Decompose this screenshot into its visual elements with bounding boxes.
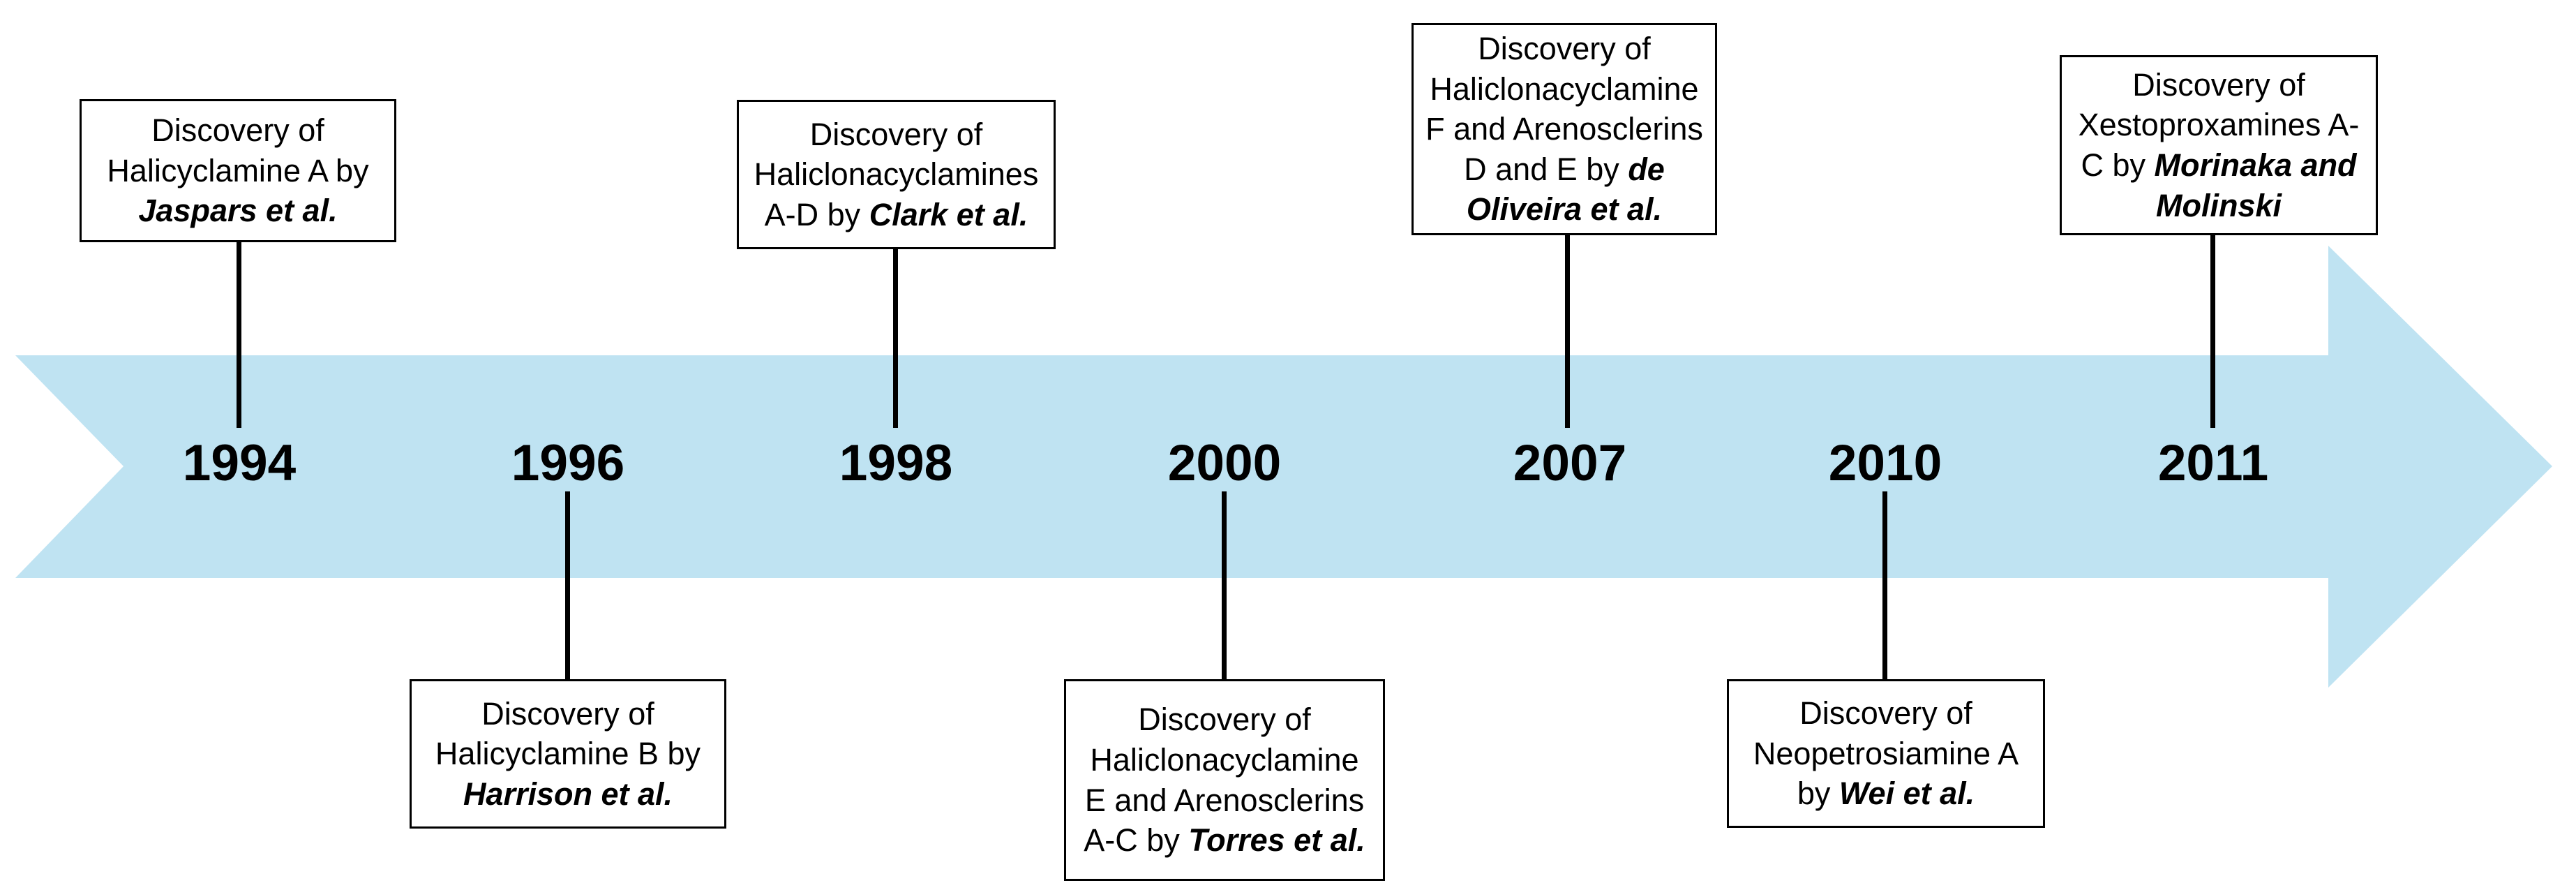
- event-author: Torres et al.: [1188, 822, 1365, 859]
- event-author: de Oliveira et al.: [1466, 151, 1665, 228]
- connector-line-1994: [237, 242, 241, 428]
- event-box-2007: Discovery of Haliclonacyclamine F and Ar…: [1411, 23, 1717, 235]
- connector-line-2000: [1222, 491, 1227, 679]
- timeline-arrow-shape: [15, 246, 2552, 688]
- connector-line-2007: [1565, 235, 1570, 428]
- connector-line-1996: [565, 491, 570, 679]
- event-box-content: Discovery of Haliclonacyclamines A-D by …: [749, 114, 1044, 235]
- event-box-1994: Discovery of Halicyclamine A by Jaspars …: [80, 99, 396, 242]
- event-text: Discovery of Halicyclamine A by: [107, 112, 369, 188]
- year-label-1994: 1994: [182, 435, 297, 491]
- event-author: Clark et al.: [869, 196, 1028, 232]
- event-box-2000: Discovery of Haliclonacyclamine E and Ar…: [1064, 679, 1385, 881]
- event-text: Discovery of Xestoproxamines A-C by: [2078, 66, 2360, 183]
- event-box-content: Discovery of Haliclonacyclamine F and Ar…: [1418, 29, 1711, 230]
- year-label-2010: 2010: [1828, 435, 1942, 491]
- event-box-content: Discovery of Neopetrosiamine A by Wei et…: [1739, 693, 2033, 814]
- connector-line-1998: [893, 249, 898, 428]
- event-text: Discovery of Haliclonacyclamine E and Ar…: [1084, 702, 1365, 859]
- event-box-2011: Discovery of Xestoproxamines A-C by Mori…: [2060, 55, 2378, 235]
- event-author: Morinaka and Molinski: [2154, 147, 2357, 223]
- event-author: Jaspars et al.: [138, 193, 338, 229]
- event-box-content: Discovery of Halicyclamine B by Harrison…: [421, 694, 714, 815]
- connector-line-2010: [1882, 491, 1887, 679]
- connector-line-2011: [2210, 235, 2215, 428]
- event-box-2010: Discovery of Neopetrosiamine A by Wei et…: [1727, 679, 2045, 828]
- year-label-1996: 1996: [511, 435, 625, 491]
- event-box-content: Discovery of Halicyclamine A by Jaspars …: [91, 110, 384, 231]
- event-text: Discovery of Haliclonacyclamine F and Ar…: [1425, 31, 1703, 187]
- year-label-1998: 1998: [839, 435, 953, 491]
- event-box-1998: Discovery of Haliclonacyclamines A-D by …: [737, 100, 1056, 249]
- year-label-2007: 2007: [1513, 435, 1627, 491]
- event-text: Discovery of Haliclonacyclamines A-D by: [754, 116, 1039, 232]
- year-label-2011: 2011: [2157, 435, 2269, 491]
- event-text: Discovery of Neopetrosiamine A by: [1753, 695, 2019, 812]
- event-box-content: Discovery of Haliclonacyclamine E and Ar…: [1076, 699, 1373, 860]
- event-author: Wei et al.: [1839, 776, 1975, 812]
- event-box-1996: Discovery of Halicyclamine B by Harrison…: [410, 679, 726, 829]
- year-label-2000: 2000: [1167, 435, 1282, 491]
- event-box-content: Discovery of Xestoproxamines A-C by Mori…: [2072, 65, 2366, 225]
- event-author: Harrison et al.: [463, 776, 673, 812]
- event-text: Discovery of Halicyclamine B by: [435, 695, 701, 772]
